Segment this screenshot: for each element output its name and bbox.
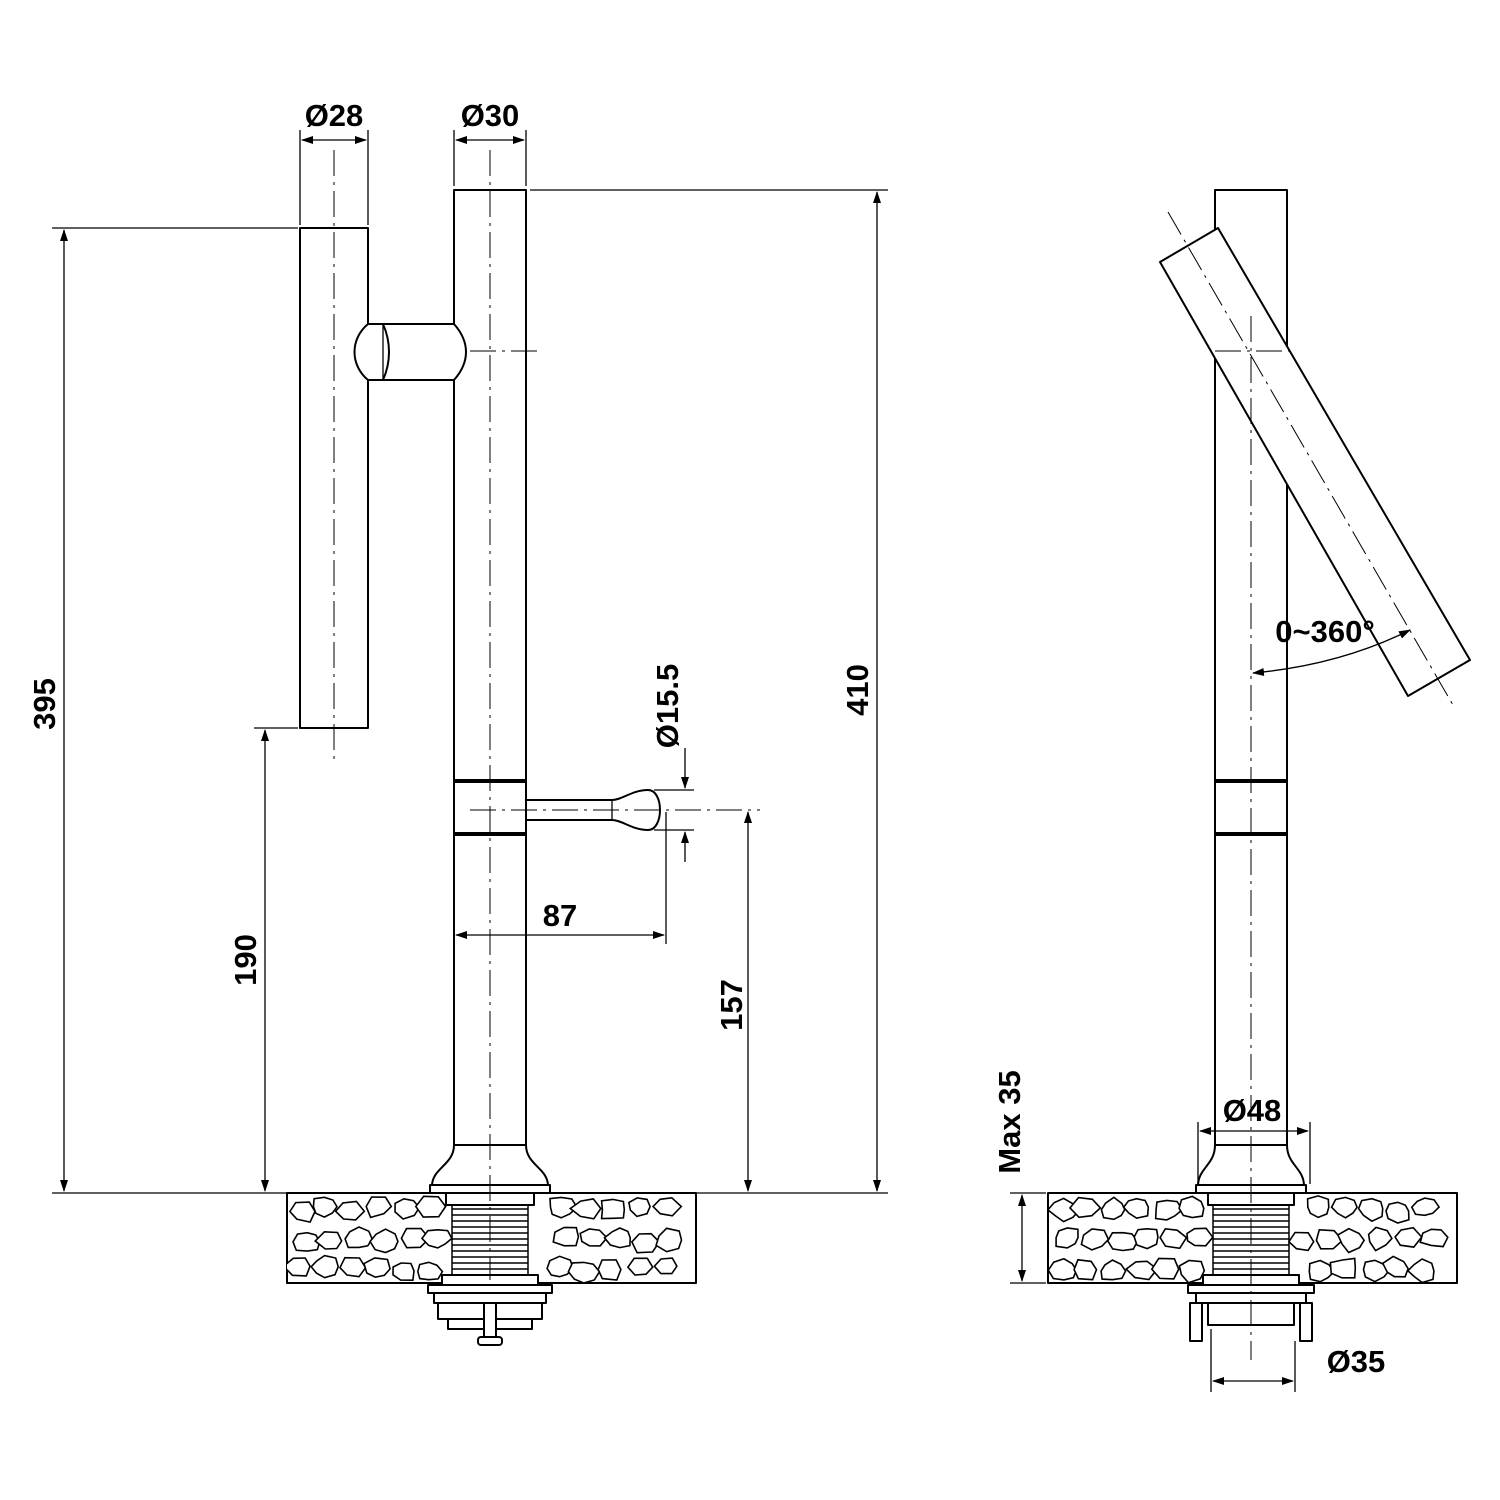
stone-shape bbox=[292, 1231, 321, 1252]
dim-body-diameter: Ø30 bbox=[461, 98, 520, 133]
stone-shape bbox=[1106, 1231, 1139, 1252]
side-rotated-handle bbox=[1159, 211, 1471, 706]
stone-shape bbox=[1178, 1259, 1206, 1283]
stone-shape bbox=[414, 1195, 447, 1218]
stone-shape bbox=[1367, 1226, 1393, 1252]
spout-arm bbox=[525, 789, 661, 831]
handle-connector bbox=[382, 323, 467, 381]
stone-shape bbox=[552, 1226, 580, 1247]
stone-shape bbox=[603, 1227, 632, 1249]
stone-shape bbox=[392, 1262, 415, 1282]
stone-shape bbox=[1329, 1257, 1357, 1279]
stone-shape bbox=[630, 1232, 661, 1254]
front-view: Ø28 Ø30 410 395 190 157 87 Ø15.5 bbox=[27, 98, 888, 1346]
stone-shape bbox=[334, 1200, 366, 1221]
stone-shape bbox=[369, 1228, 399, 1254]
dim-handle-height: 395 bbox=[27, 678, 62, 730]
stone-shape bbox=[600, 1198, 626, 1220]
stone-shape bbox=[1133, 1227, 1159, 1250]
stone-shape bbox=[1154, 1199, 1184, 1221]
stone-shape bbox=[1381, 1255, 1409, 1278]
dim-total-height: 410 bbox=[840, 664, 875, 716]
dim-spout-reach: 87 bbox=[543, 898, 577, 933]
stone-shape bbox=[549, 1196, 579, 1219]
rotation-arc bbox=[1252, 629, 1411, 676]
stone-shape bbox=[310, 1254, 340, 1279]
dim-rotation: 0~360° bbox=[1275, 614, 1374, 649]
front-dimension-lines bbox=[52, 130, 888, 1194]
stone-shape bbox=[1419, 1228, 1449, 1248]
stone-shape bbox=[1315, 1228, 1344, 1250]
dim-base-diameter: Ø48 bbox=[1223, 1093, 1282, 1128]
dim-deck-thickness: Max 35 bbox=[992, 1070, 1027, 1173]
stone-shape bbox=[394, 1197, 421, 1220]
stone-shape bbox=[1330, 1196, 1359, 1219]
stone-shape bbox=[1336, 1227, 1366, 1254]
stone-shape bbox=[287, 1257, 311, 1277]
stone-shape bbox=[1100, 1259, 1127, 1281]
stone-shape bbox=[313, 1230, 343, 1250]
stone-shape bbox=[400, 1227, 431, 1249]
faucet-spout bbox=[525, 789, 661, 831]
stone-shape bbox=[363, 1257, 391, 1279]
stone-shape bbox=[1159, 1227, 1188, 1250]
side-centerlines bbox=[1215, 316, 1290, 1360]
stone-shape bbox=[655, 1227, 683, 1253]
stone-shape bbox=[1080, 1228, 1110, 1251]
stone-shape bbox=[653, 1257, 678, 1275]
stone-shape bbox=[344, 1226, 373, 1249]
countertop-stones bbox=[287, 1195, 683, 1283]
faucet-handle bbox=[299, 227, 467, 729]
dim-spout-diameter: Ø15.5 bbox=[650, 664, 685, 748]
stone-shape bbox=[1178, 1195, 1205, 1219]
stone-shape bbox=[1394, 1226, 1423, 1248]
dim-handle-bottom-height: 190 bbox=[228, 934, 263, 986]
stone-shape bbox=[416, 1261, 444, 1281]
stone-shape bbox=[420, 1228, 453, 1249]
countertop-stones bbox=[1048, 1195, 1449, 1283]
stone-shape bbox=[1068, 1196, 1102, 1219]
body-ring-bottom bbox=[454, 832, 526, 836]
stone-shape bbox=[1100, 1196, 1126, 1221]
stone-shape bbox=[1073, 1258, 1098, 1281]
dim-handle-diameter: Ø28 bbox=[305, 98, 364, 133]
stone-shape bbox=[1124, 1260, 1159, 1281]
stone-shape bbox=[628, 1197, 651, 1218]
stone-shape bbox=[568, 1198, 602, 1220]
stone-shape bbox=[1186, 1227, 1214, 1247]
dim-spout-height: 157 bbox=[714, 979, 749, 1031]
stone-shape bbox=[579, 1228, 609, 1247]
stone-shape bbox=[651, 1196, 683, 1217]
stone-shape bbox=[365, 1196, 393, 1219]
stone-shape bbox=[546, 1255, 575, 1278]
stone-shape bbox=[1410, 1197, 1441, 1217]
stone-shape bbox=[288, 1201, 316, 1224]
handle-knuckle bbox=[353, 323, 390, 381]
stone-shape bbox=[1150, 1257, 1180, 1280]
stone-shape bbox=[312, 1196, 338, 1218]
stone-shape bbox=[1357, 1197, 1384, 1223]
stone-shape bbox=[1306, 1195, 1330, 1219]
front-centerlines bbox=[333, 150, 760, 1280]
stone-shape bbox=[1048, 1257, 1078, 1281]
stone-shape bbox=[626, 1257, 654, 1276]
stone-shape bbox=[567, 1261, 601, 1283]
dim-shank-diameter: Ø35 bbox=[1327, 1344, 1386, 1379]
stone-shape bbox=[1055, 1227, 1079, 1249]
side-dimension-lines bbox=[1010, 1122, 1311, 1392]
side-view: 0~360° Ø48 Ø35 Max 35 bbox=[992, 189, 1471, 1392]
stone-shape bbox=[1406, 1258, 1435, 1283]
stone-shape bbox=[1385, 1201, 1410, 1224]
stone-shape bbox=[1308, 1259, 1336, 1283]
stone-shape bbox=[339, 1256, 367, 1278]
stone-shape bbox=[1048, 1197, 1081, 1223]
stone-shape bbox=[1122, 1197, 1150, 1220]
stone-shape bbox=[597, 1259, 622, 1281]
